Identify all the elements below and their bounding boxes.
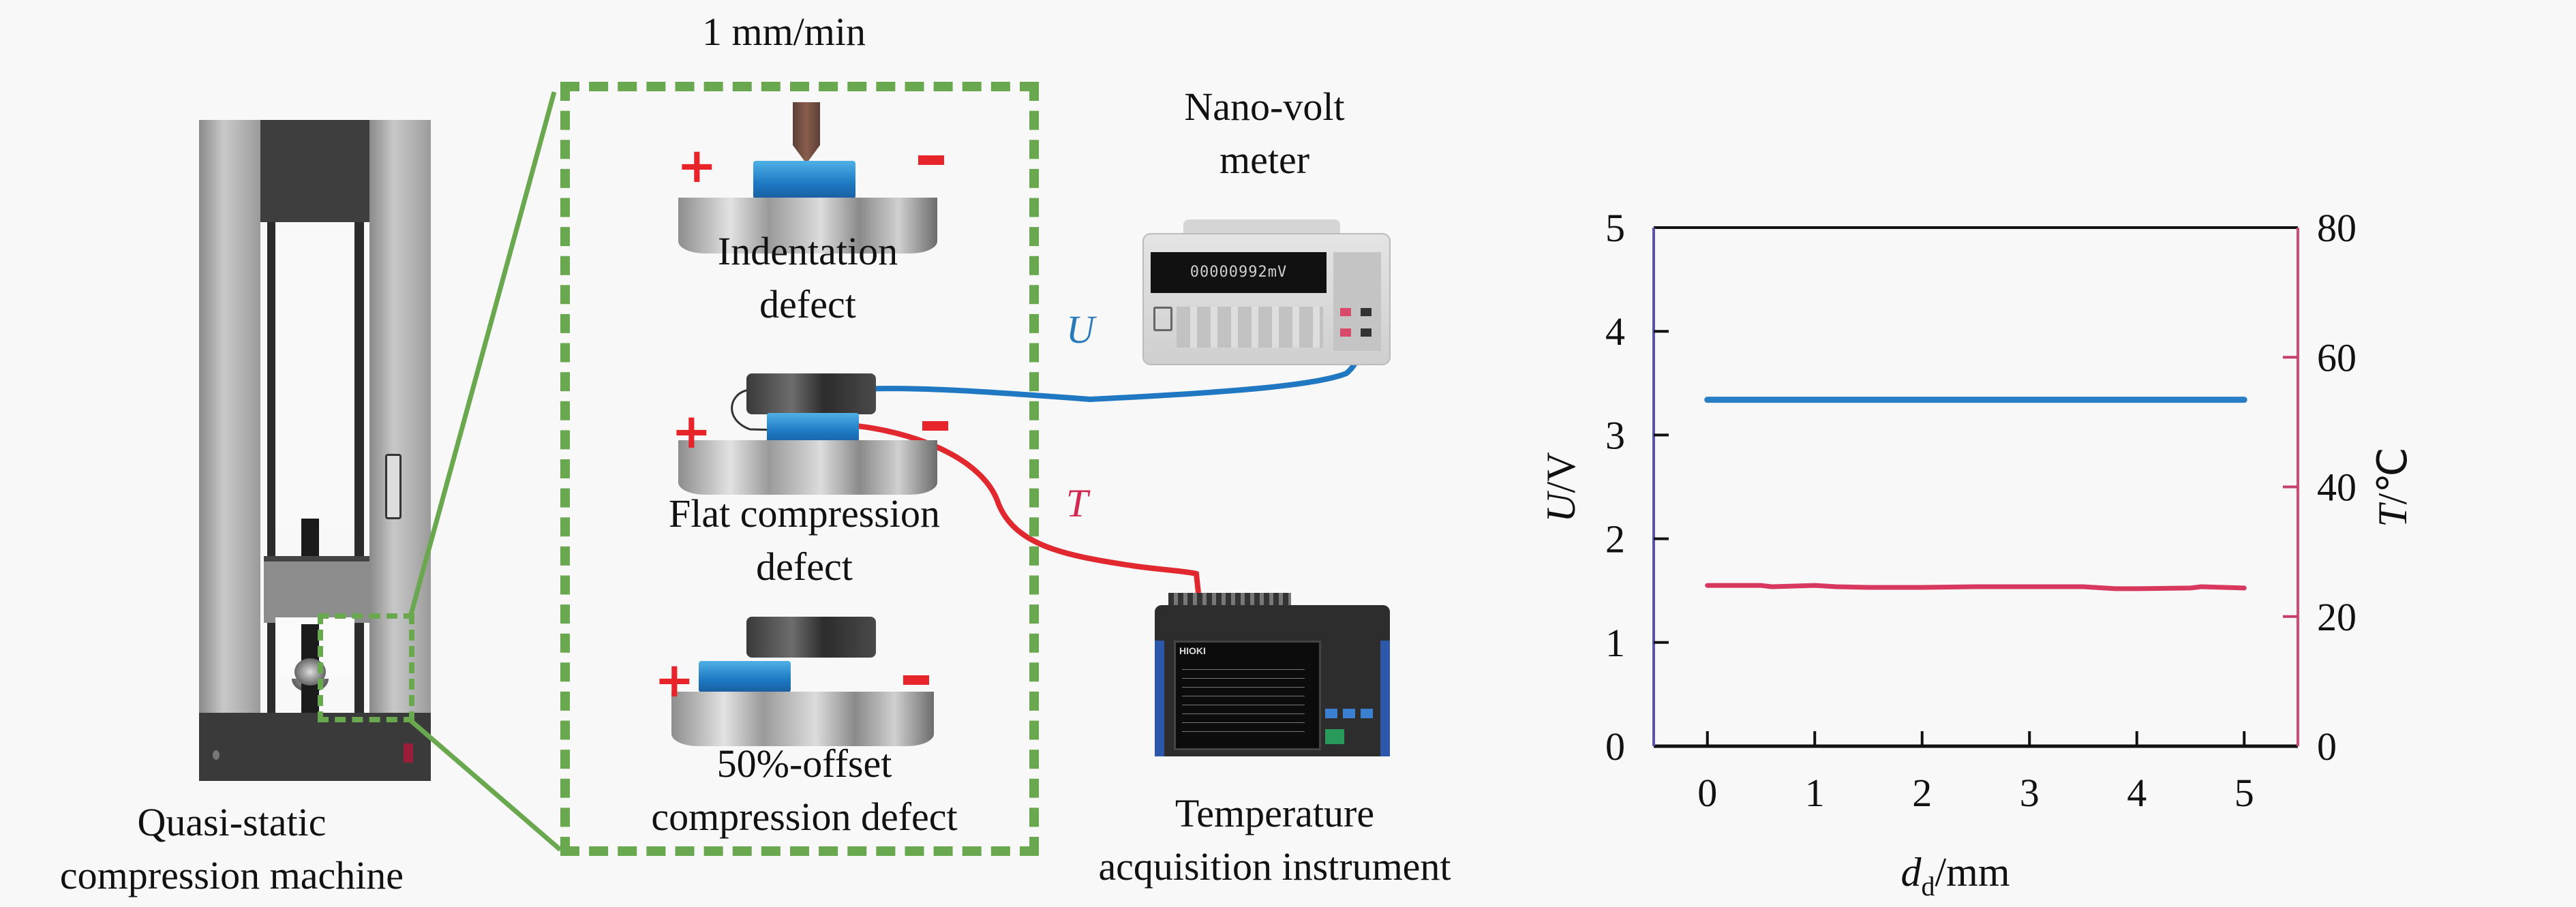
- right-y-tick-label: 0: [2317, 724, 2337, 769]
- voltmeter-label-line2: meter: [1219, 138, 1310, 182]
- x-axis-label: dd/mm: [1900, 850, 2010, 902]
- x-tick-label: 4: [2127, 771, 2147, 815]
- crosshead: [264, 556, 369, 623]
- right-y-tick-label: 80: [2317, 206, 2357, 250]
- left-y-tick-label: 2: [1605, 517, 1625, 562]
- voltage-wire: [850, 325, 1367, 403]
- voltmeter-display: 00000992mV: [1151, 252, 1327, 293]
- voltage-wire-label: U: [1066, 307, 1095, 352]
- positive-terminal-icon: +: [654, 652, 695, 708]
- x-tick-label: 2: [1912, 771, 1932, 815]
- temp-instrument-label-line2: acquisition instrument: [1098, 844, 1451, 889]
- temperature-acquisition-device: HIOKI: [1155, 593, 1390, 760]
- series-line-T: [1705, 583, 2247, 591]
- left-y-tick-label: 0: [1605, 724, 1625, 769]
- temperature-wire: [817, 420, 1201, 594]
- machine-label-line1: Quasi-static: [137, 800, 327, 844]
- defect-label-3-line1: 50%-offset: [716, 741, 892, 786]
- defect-types-box: [560, 82, 1039, 856]
- right-y-tick-label: 40: [2317, 465, 2357, 510]
- defect-label-1-line2: defect: [759, 282, 856, 326]
- voltmeter-label-line1: Nano-volt: [1184, 84, 1345, 129]
- left-y-tick-label: 5: [1605, 206, 1625, 250]
- x-tick-label: 0: [1697, 771, 1717, 815]
- indentation-defect-illustration: +: [671, 102, 944, 253]
- defect-label-1-line1: Indentation: [717, 229, 898, 273]
- nanovoltmeter-device: 00000992mV: [1136, 219, 1395, 376]
- negative-terminal-icon: [903, 675, 929, 685]
- left-y-axis-label: U/V: [1539, 452, 1584, 522]
- flat-compression-defect-illustration: +: [671, 373, 948, 495]
- loading-speed-label: 1 mm/min: [701, 10, 866, 54]
- negative-terminal-icon: [918, 155, 944, 165]
- temp-instrument-label-line1: Temperature: [1175, 791, 1375, 835]
- left-y-tick-label: 3: [1605, 413, 1625, 457]
- machine-label-line2: compression machine: [59, 853, 404, 897]
- positive-terminal-icon: +: [671, 403, 712, 459]
- right-y-axis-label: T/℃: [2370, 447, 2415, 527]
- x-tick-label: 5: [2234, 771, 2254, 815]
- controller-pendant: [385, 454, 401, 519]
- right-y-tick-label: 20: [2317, 595, 2357, 639]
- temperature-wire-label: T: [1065, 481, 1089, 525]
- x-tick-label: 3: [2020, 771, 2040, 815]
- compression-machine-photo: [199, 120, 431, 801]
- machine-base: [199, 713, 431, 781]
- defect-label-3-line2: compression defect: [651, 795, 958, 839]
- defect-label-2-line1: Flat compression: [669, 491, 940, 536]
- zoom-region-marker: [318, 613, 414, 722]
- x-tick-label: 1: [1805, 771, 1825, 815]
- hioki-brand: HIOKI: [1179, 645, 1206, 656]
- right-y-tick-label: 60: [2317, 335, 2357, 380]
- offset-compression-defect-illustration: +: [654, 617, 944, 746]
- defect-label-2-line2: defect: [756, 544, 853, 589]
- left-y-tick-label: 1: [1605, 621, 1625, 665]
- positive-terminal-icon: +: [677, 138, 717, 194]
- negative-terminal-icon: [922, 421, 948, 431]
- left-y-tick-label: 4: [1605, 309, 1625, 354]
